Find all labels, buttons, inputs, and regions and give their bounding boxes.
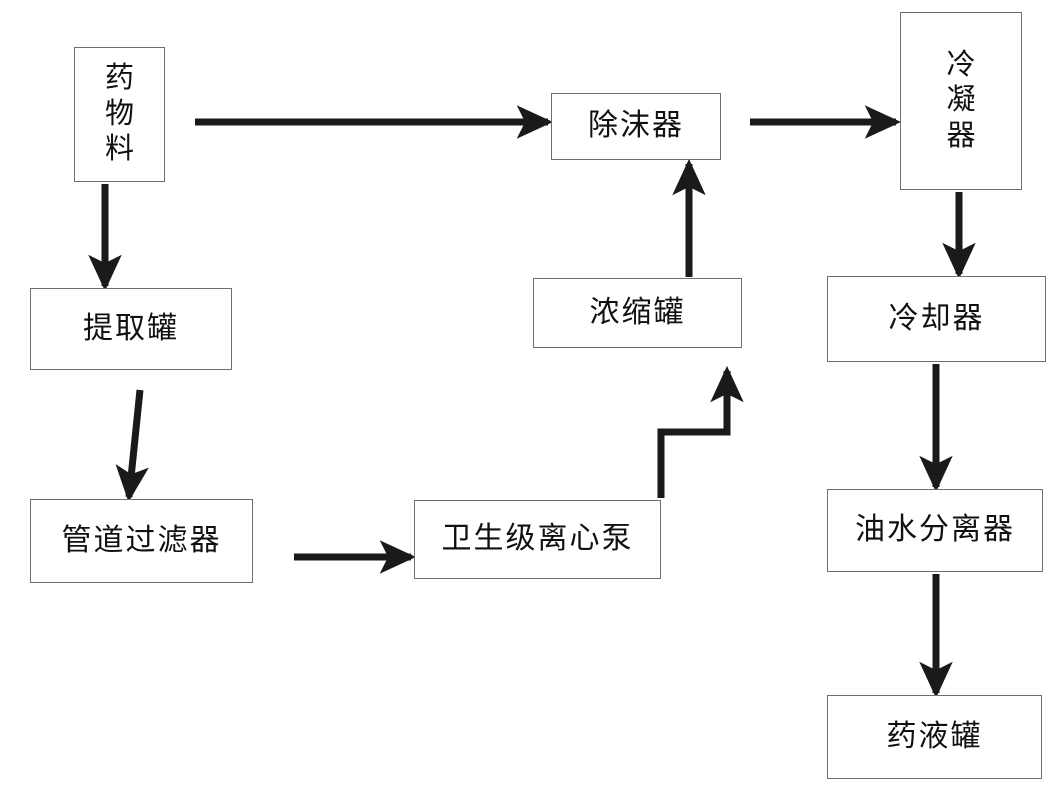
connector-pump-to-concentration-tank — [657, 365, 744, 498]
node-demister[interactable]: 除沫器 — [551, 93, 721, 160]
node-extraction-tank[interactable]: 提取罐 — [30, 288, 232, 370]
node-oil-water-separator[interactable]: 油水分离器 — [827, 489, 1043, 572]
node-pipeline-filter[interactable]: 管道过滤器 — [30, 499, 253, 583]
node-cooler[interactable]: 冷却器 — [827, 276, 1046, 362]
connector-extraction-tank-to-pipeline-filter — [115, 389, 149, 503]
node-condenser[interactable]: 冷 凝 器 — [900, 12, 1022, 190]
node-sanitary-centrifugal-pump[interactable]: 卫生级离心泵 — [414, 500, 661, 579]
node-drug-material[interactable]: 药 物 料 — [74, 47, 165, 182]
node-concentration-tank[interactable]: 浓缩罐 — [533, 278, 742, 348]
node-liquid-medicine-tank[interactable]: 药液罐 — [827, 695, 1042, 779]
